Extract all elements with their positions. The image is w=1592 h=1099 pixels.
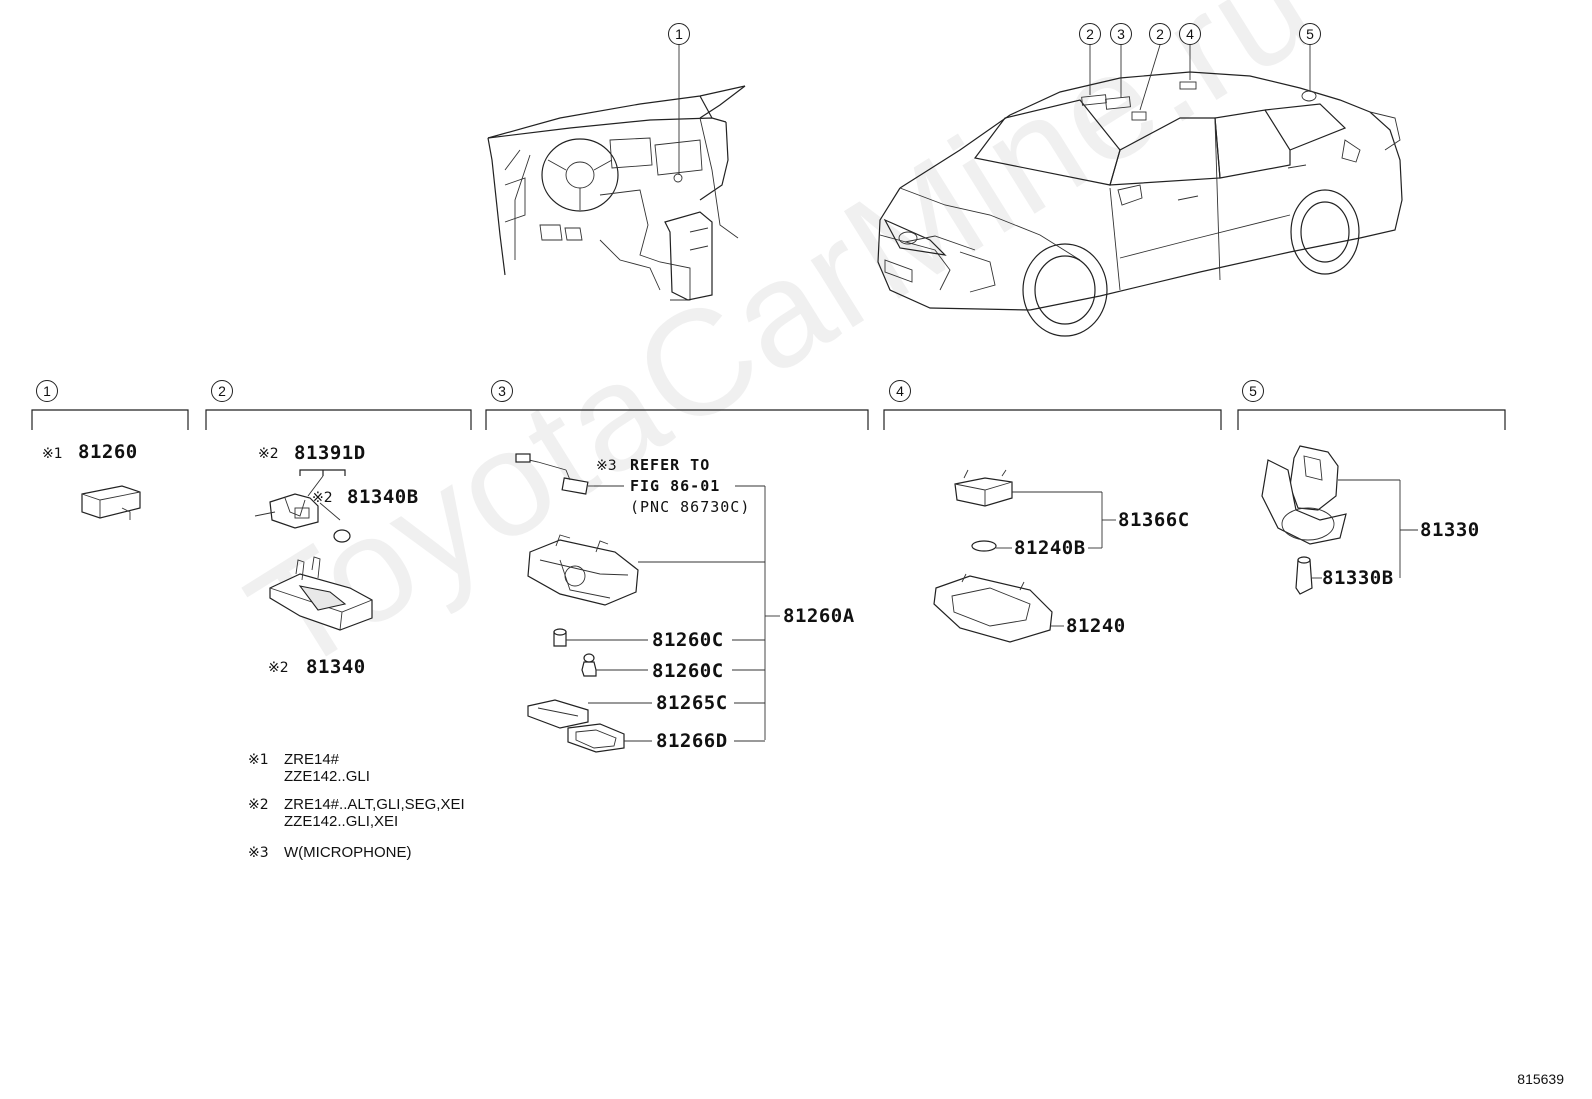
part-number-81260a[interactable]: 81260A [783, 605, 855, 627]
part-note-mark: ※3 [596, 458, 617, 474]
section-5-drawings [1261, 445, 1347, 595]
refer-to-text: REFER TO [630, 456, 711, 474]
refer-pnc-text: (PNC 86730C) [630, 498, 751, 516]
callout-car-a: 2 [1079, 23, 1101, 45]
top-callout-leaders [678, 44, 1311, 175]
part-number-81260[interactable]: 81260 [78, 441, 138, 463]
part-number-81265c[interactable]: 81265C [656, 692, 728, 714]
section-3-leaders [566, 485, 780, 742]
footnote-mark: ※1 [248, 752, 269, 768]
part-81260-drawing [81, 485, 141, 520]
part-note-mark: ※2 [268, 660, 289, 676]
dashboard-illustration [487, 85, 746, 301]
part-number-81266d[interactable]: 81266D [656, 730, 728, 752]
part-number-81340b[interactable]: 81340B [347, 486, 419, 508]
footnote-text: ZRE14#..ALT,GLI,SEG,XEI [284, 796, 465, 813]
section-3-drawings [515, 453, 639, 753]
section-label-3: 3 [491, 380, 513, 402]
refer-figure-link[interactable]: FIG 86-01 [630, 477, 721, 495]
section-label-4: 4 [889, 380, 911, 402]
section-4-leaders [996, 491, 1116, 627]
part-note-mark: ※2 [312, 490, 333, 506]
part-number-81260c[interactable]: 81260C [652, 660, 724, 682]
part-number-81330b[interactable]: 81330B [1322, 567, 1394, 589]
part-number-81240[interactable]: 81240 [1066, 615, 1126, 637]
part-number-81391d[interactable]: 81391D [294, 442, 366, 464]
callout-car-b: 3 [1110, 23, 1132, 45]
section-brackets [31, 409, 1506, 430]
section-5-leaders [1312, 479, 1418, 579]
part-note-mark: ※1 [42, 446, 63, 462]
callout-car-d: 4 [1179, 23, 1201, 45]
part-number-81340[interactable]: 81340 [306, 656, 366, 678]
callout-car-e: 5 [1299, 23, 1321, 45]
part-number-81240b[interactable]: 81240B [1014, 537, 1086, 559]
part-note-mark: ※2 [258, 446, 279, 462]
section-4-drawings [933, 469, 1053, 643]
sedan-illustration [877, 71, 1403, 337]
footnote-text: W(MICROPHONE) [284, 844, 412, 861]
footnote-text: ZRE14# [284, 751, 340, 768]
section-label-1: 1 [36, 380, 58, 402]
footnote-mark: ※3 [248, 845, 269, 861]
footnote-text: ZZE142..GLI [284, 768, 370, 785]
footnote-text: ZZE142..GLI,XEI [284, 813, 399, 830]
section-label-5: 5 [1242, 380, 1264, 402]
footnote-mark: ※2 [248, 797, 269, 813]
part-number-81330[interactable]: 81330 [1420, 519, 1480, 541]
section-2-drawings [254, 469, 373, 631]
figure-number: 815639 [1517, 1071, 1564, 1087]
callout-car-c: 2 [1149, 23, 1171, 45]
part-number-81260c[interactable]: 81260C [652, 629, 724, 651]
section-label-2: 2 [211, 380, 233, 402]
part-number-81366c[interactable]: 81366C [1118, 509, 1190, 531]
callout-1-dash: 1 [668, 23, 690, 45]
